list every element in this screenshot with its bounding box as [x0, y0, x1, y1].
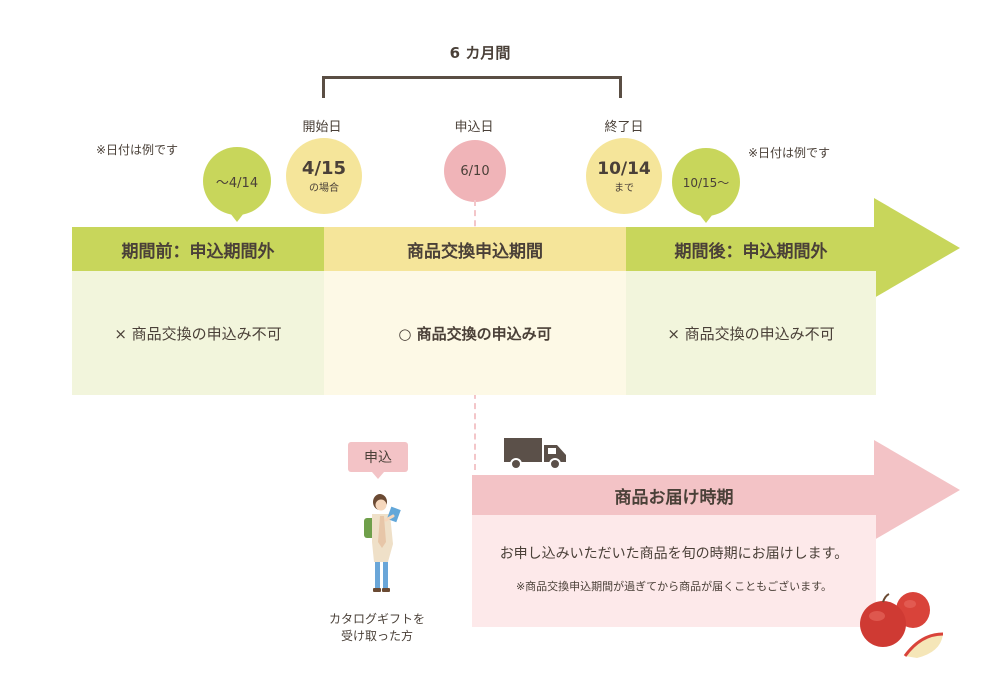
recipient-line1: カタログギフトを [328, 612, 425, 626]
apply-date-bubble: 6/10 [444, 140, 506, 202]
delivery-panel [472, 515, 876, 627]
before-date-bubble: 〜4/14 [203, 147, 271, 215]
start-date-bubble: 4/15 の場合 [286, 138, 362, 214]
end-date-sub: まで [614, 182, 634, 194]
apply-tag-tail [372, 472, 384, 479]
truck-icon [504, 438, 566, 470]
before-bubble-tail [230, 213, 244, 222]
recipient-line2: 受け取った方 [340, 629, 413, 643]
date-example-note-left: ※日付は例です [96, 143, 179, 157]
apple-illustration [860, 592, 944, 658]
apply-tag: 申込 [348, 442, 408, 472]
delivery-note: ※商品交換申込期間が過ぎてから商品が届くこともございます。 [515, 580, 833, 593]
panel-before: × 商品交換の申込み不可 [72, 271, 324, 395]
start-day-label: 開始日 [302, 120, 342, 135]
recipient-caption: カタログギフトを 受け取った方 [312, 611, 442, 645]
delivery-title: 商品お届け時期 [614, 487, 734, 508]
after-date-bubble: 10/15〜 [672, 148, 740, 216]
before-date-text: 〜4/14 [215, 175, 259, 191]
band-during: 商品交換申込期間 [324, 227, 626, 271]
start-date-text: 4/15 [301, 157, 347, 179]
delivery-text: お申し込みいただいた商品を旬の時期にお届けします。 [499, 546, 849, 562]
end-day-label: 終了日 [604, 120, 644, 135]
panel-during: ○ 商品交換の申込み可 [324, 271, 626, 395]
date-example-note-right: ※日付は例です [748, 146, 831, 160]
green-arrow-head [874, 198, 960, 298]
after-date-text: 10/15〜 [682, 175, 730, 190]
end-date-text: 10/14 [597, 158, 651, 179]
apply-day-label: 申込日 [454, 120, 494, 135]
period-bracket [322, 76, 622, 98]
delivery-band [472, 475, 876, 515]
band-before: 期間前：申込期間外 [72, 227, 324, 271]
apply-date-text: 6/10 [460, 163, 490, 179]
after-bubble-tail [699, 214, 713, 223]
end-date-bubble: 10/14 まで [586, 138, 662, 214]
person-illustration [364, 494, 401, 592]
pink-arrow-head [874, 440, 960, 540]
band-after: 期間後：申込期間外 [626, 227, 876, 271]
start-date-sub: の場合 [309, 182, 339, 194]
panel-after: × 商品交換の申込み不可 [626, 271, 876, 395]
period-label: 6 カ月間 [449, 44, 511, 62]
